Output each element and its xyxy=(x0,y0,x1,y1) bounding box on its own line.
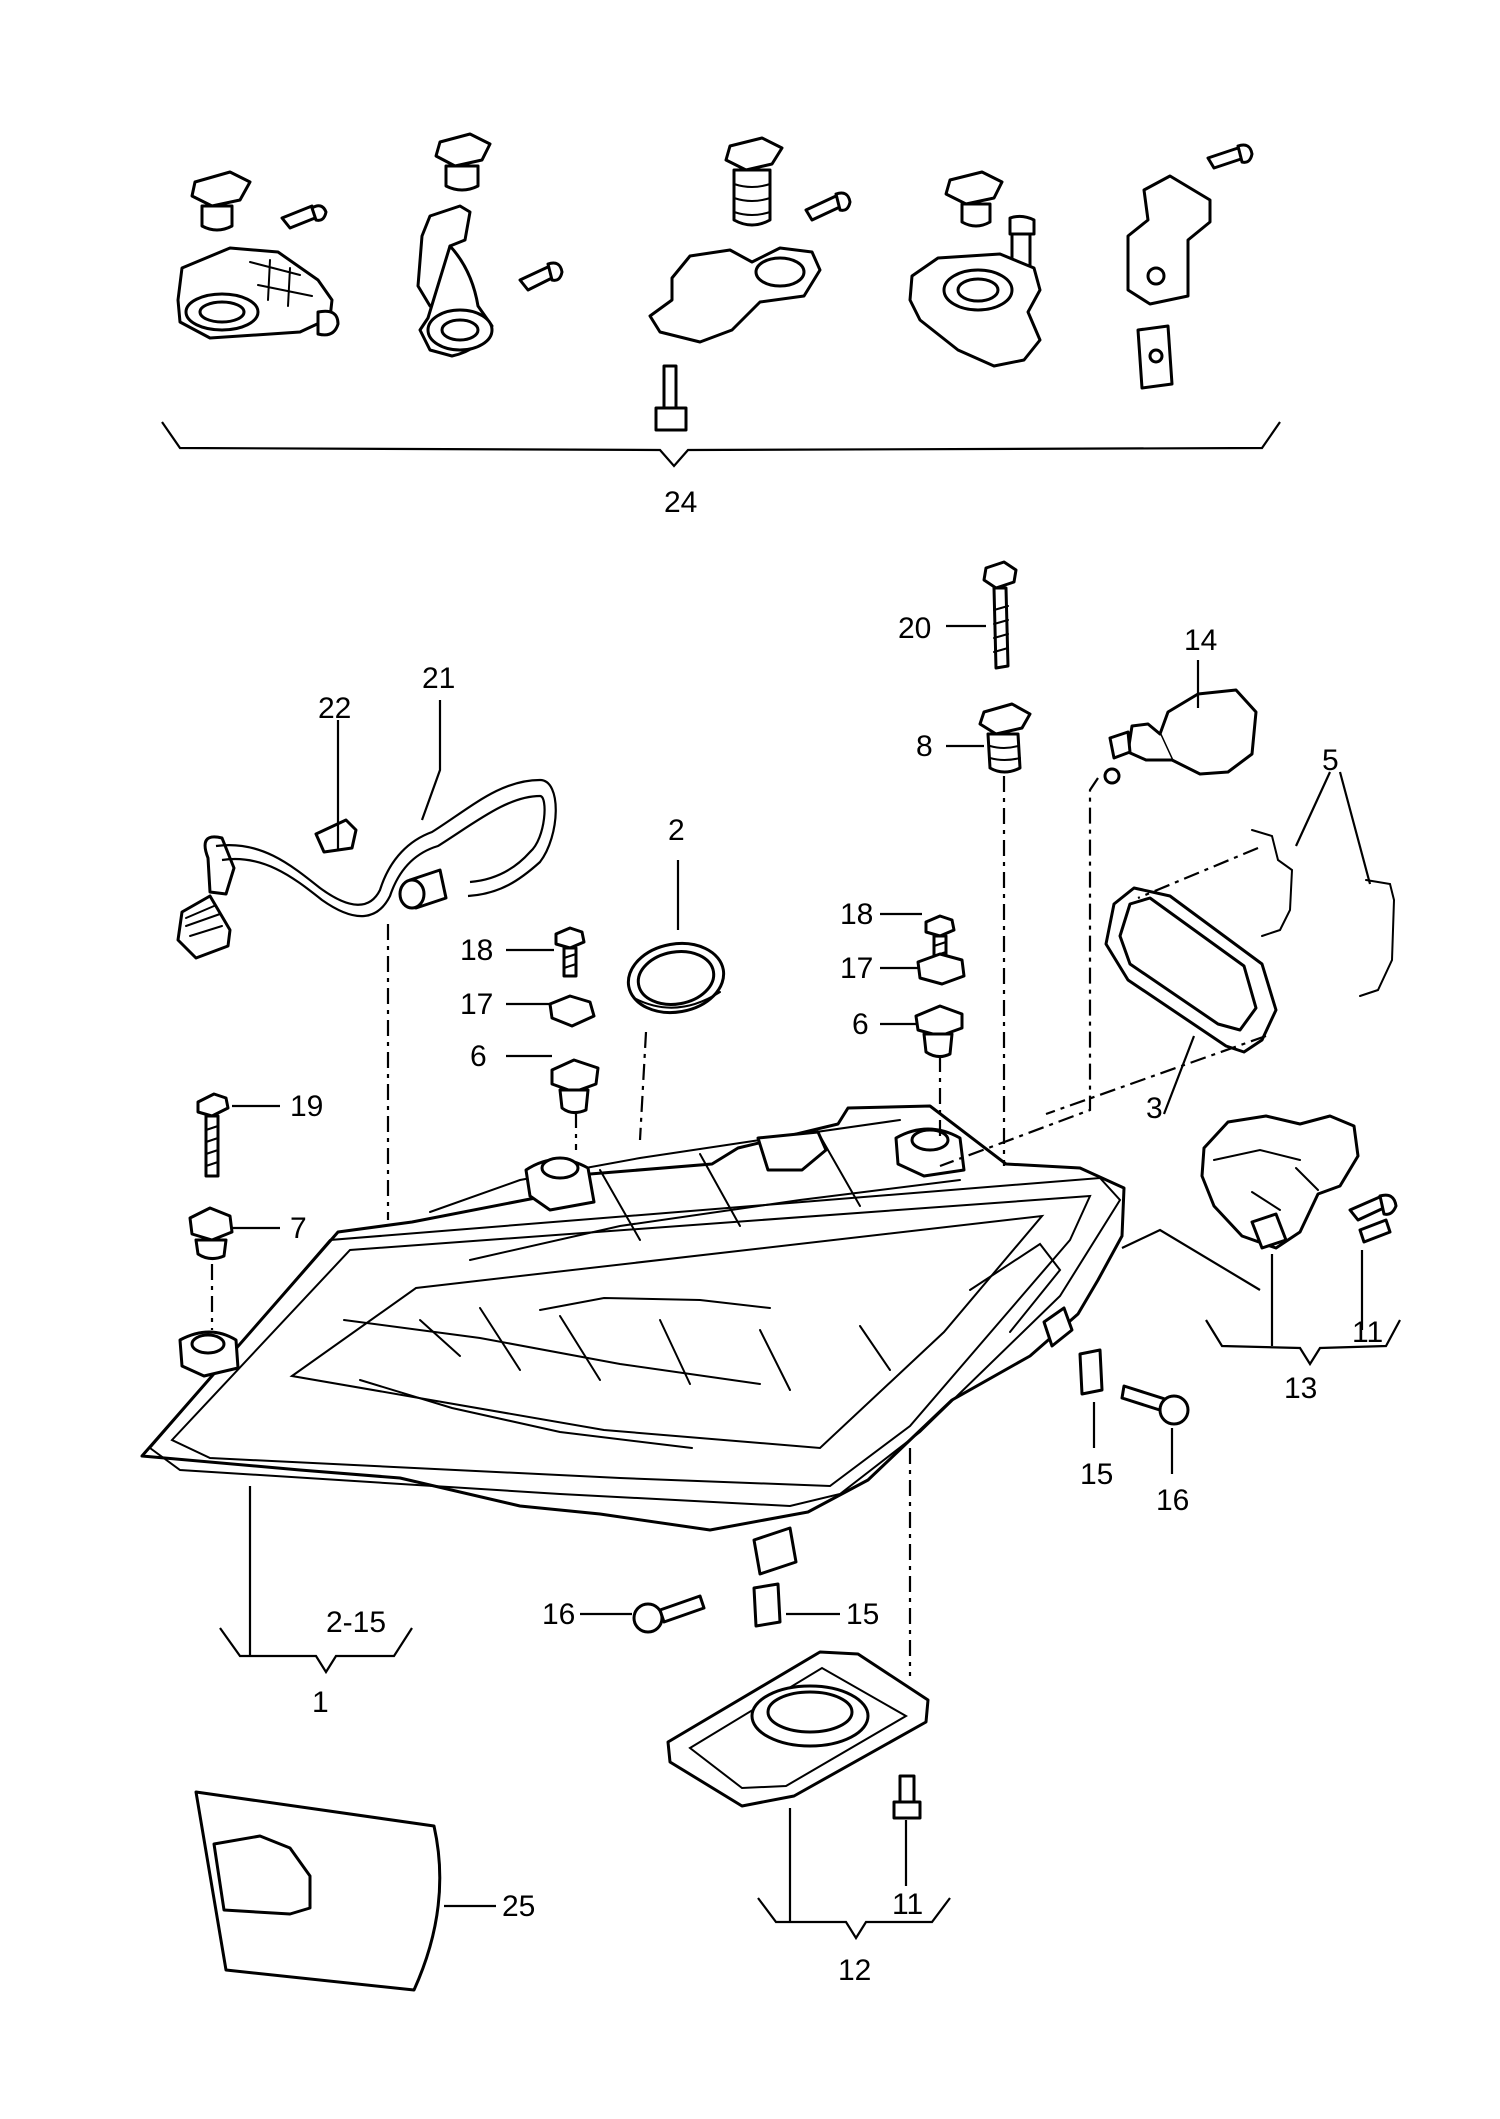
grommet-7-part xyxy=(188,1206,234,1261)
callout-2: 2 xyxy=(668,814,685,847)
callout-5: 5 xyxy=(1322,744,1339,777)
fastener-stack-left xyxy=(548,926,600,1115)
nut-15b-part xyxy=(752,1582,782,1628)
callout-15-upper: 15 xyxy=(1080,1458,1113,1491)
callout-12: 12 xyxy=(838,1954,871,1987)
callout-21: 21 xyxy=(422,662,455,695)
seal-ring-part xyxy=(626,941,726,1015)
bulb-14-part xyxy=(1103,688,1258,785)
callout-6-right: 6 xyxy=(852,1008,869,1041)
control-unit-12-part xyxy=(666,1650,930,1820)
callout-15-lower: 15 xyxy=(846,1598,879,1631)
callout-3: 3 xyxy=(1146,1092,1163,1125)
callout-17-left: 17 xyxy=(460,988,493,1021)
repair-kit-group: 24 xyxy=(161,132,1281,519)
headlight-housing-part xyxy=(140,1104,1126,1576)
callout-11-lower: 11 xyxy=(892,1888,923,1921)
callout-7: 7 xyxy=(290,1212,307,1245)
frame-3-part xyxy=(1104,886,1278,1054)
bracket-b-part xyxy=(416,132,564,358)
screw-16b-part xyxy=(632,1594,706,1634)
callout-25: 25 xyxy=(502,1890,535,1923)
screw-20-part xyxy=(982,560,1018,670)
callout-14: 14 xyxy=(1184,624,1217,657)
callout-18-right: 18 xyxy=(840,898,873,931)
callout-18-left: 18 xyxy=(460,934,493,967)
callout-11-upper: 11 xyxy=(1352,1316,1383,1349)
callout-16-lower: 16 xyxy=(542,1598,575,1631)
screw-19-part xyxy=(196,1092,230,1178)
callout-8: 8 xyxy=(916,730,933,763)
cable-clip-part xyxy=(314,818,358,854)
callout-20: 20 xyxy=(898,612,931,645)
callout-13: 13 xyxy=(1284,1372,1317,1405)
gasket-5-part xyxy=(1251,829,1396,997)
nut-15a-part xyxy=(1078,1348,1104,1396)
callout-22: 22 xyxy=(318,692,351,725)
screw-16a-part xyxy=(1120,1384,1190,1426)
fastener-stack-right xyxy=(914,914,966,1059)
dashed-alignment-lines xyxy=(210,776,1267,1676)
callout-17-right: 17 xyxy=(840,952,873,985)
callout-labels: 22 21 2 20 14 8 5 18 17 6 18 17 6 19 7 3… xyxy=(290,612,1383,1987)
control-unit-13-part xyxy=(1200,1114,1398,1250)
leader-lines xyxy=(219,624,1401,1941)
cable-harness-part xyxy=(176,778,557,960)
bracket-c-part xyxy=(648,136,852,432)
bracket-d-part xyxy=(908,170,1042,368)
callout-6-left: 6 xyxy=(470,1040,487,1073)
callout-24: 24 xyxy=(664,486,697,519)
callout-2-15: 2-15 xyxy=(326,1606,386,1639)
screw-11a-part xyxy=(1358,1218,1392,1244)
callout-16-upper: 16 xyxy=(1156,1484,1189,1517)
bracket-e-part xyxy=(1126,143,1254,390)
callout-1: 1 xyxy=(312,1686,329,1719)
bracket-a-part xyxy=(176,170,340,340)
label-25-part xyxy=(194,1790,442,1992)
grommet-8-part xyxy=(978,702,1032,774)
callout-19: 19 xyxy=(290,1090,323,1123)
